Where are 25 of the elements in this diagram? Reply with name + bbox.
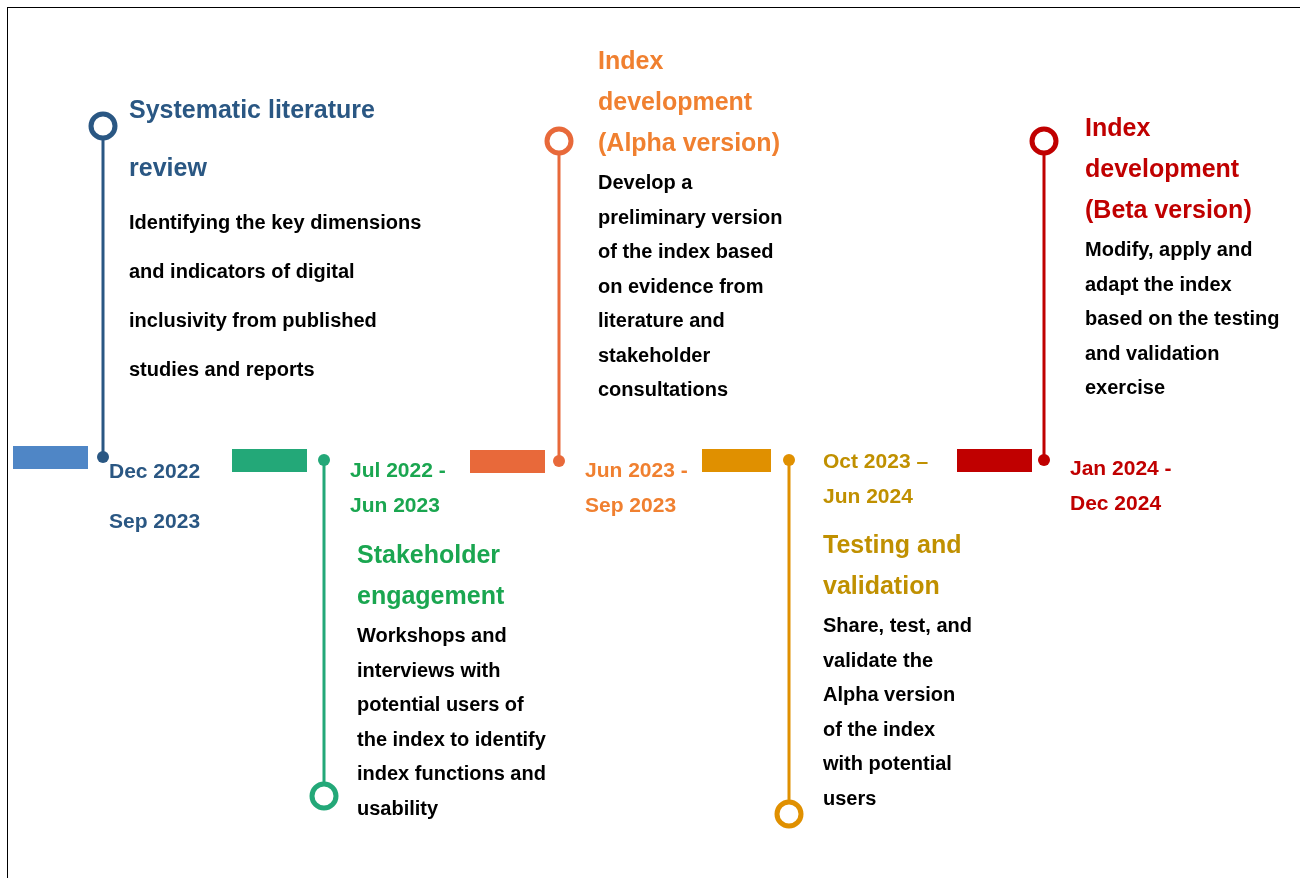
timeline-pin	[774, 454, 804, 829]
timeline-pin	[309, 454, 339, 811]
date-range: Dec 2022 Sep 2023	[109, 458, 202, 534]
phase-title: Index development (Alpha version)	[598, 45, 781, 158]
phase-title: Index development (Beta version)	[1085, 112, 1253, 225]
timeline-bar	[702, 449, 771, 472]
phase-description: Share, test, and validate the Alpha version of the index with potential users	[823, 613, 973, 811]
timeline-bar	[470, 450, 545, 473]
date-range: Jan 2024 - Dec 2024	[1070, 455, 1173, 516]
timeline-bar	[957, 449, 1032, 472]
timeline-pin	[544, 126, 574, 467]
timeline-pin	[88, 111, 118, 463]
timeline-bar	[232, 449, 307, 472]
date-range: Oct 2023 – Jun 2024	[823, 448, 930, 509]
phase-title: Testing and validation	[823, 529, 963, 601]
phase-description: Develop a preliminary version of the index based on evidence from literature and stakeholder consultations	[598, 170, 784, 402]
phase-title: Systematic literature review	[129, 94, 376, 183]
date-range: Jun 2023 - Sep 2023	[585, 457, 689, 518]
date-range: Jul 2022 - Jun 2023	[350, 457, 447, 518]
phase-title: Stakeholder engagement	[357, 539, 506, 611]
timeline-bar	[13, 446, 88, 469]
timeline-pin	[1029, 126, 1059, 466]
phase-description: Modify, apply and adapt the index based on the testing and validation exercise	[1085, 237, 1281, 400]
phase-description: Identifying the key dimensions and indicators of digital inclusivity from published studies and reports	[129, 210, 423, 382]
phase-description: Workshops and interviews with potential users of the index to identify index functions and usability	[357, 623, 547, 821]
